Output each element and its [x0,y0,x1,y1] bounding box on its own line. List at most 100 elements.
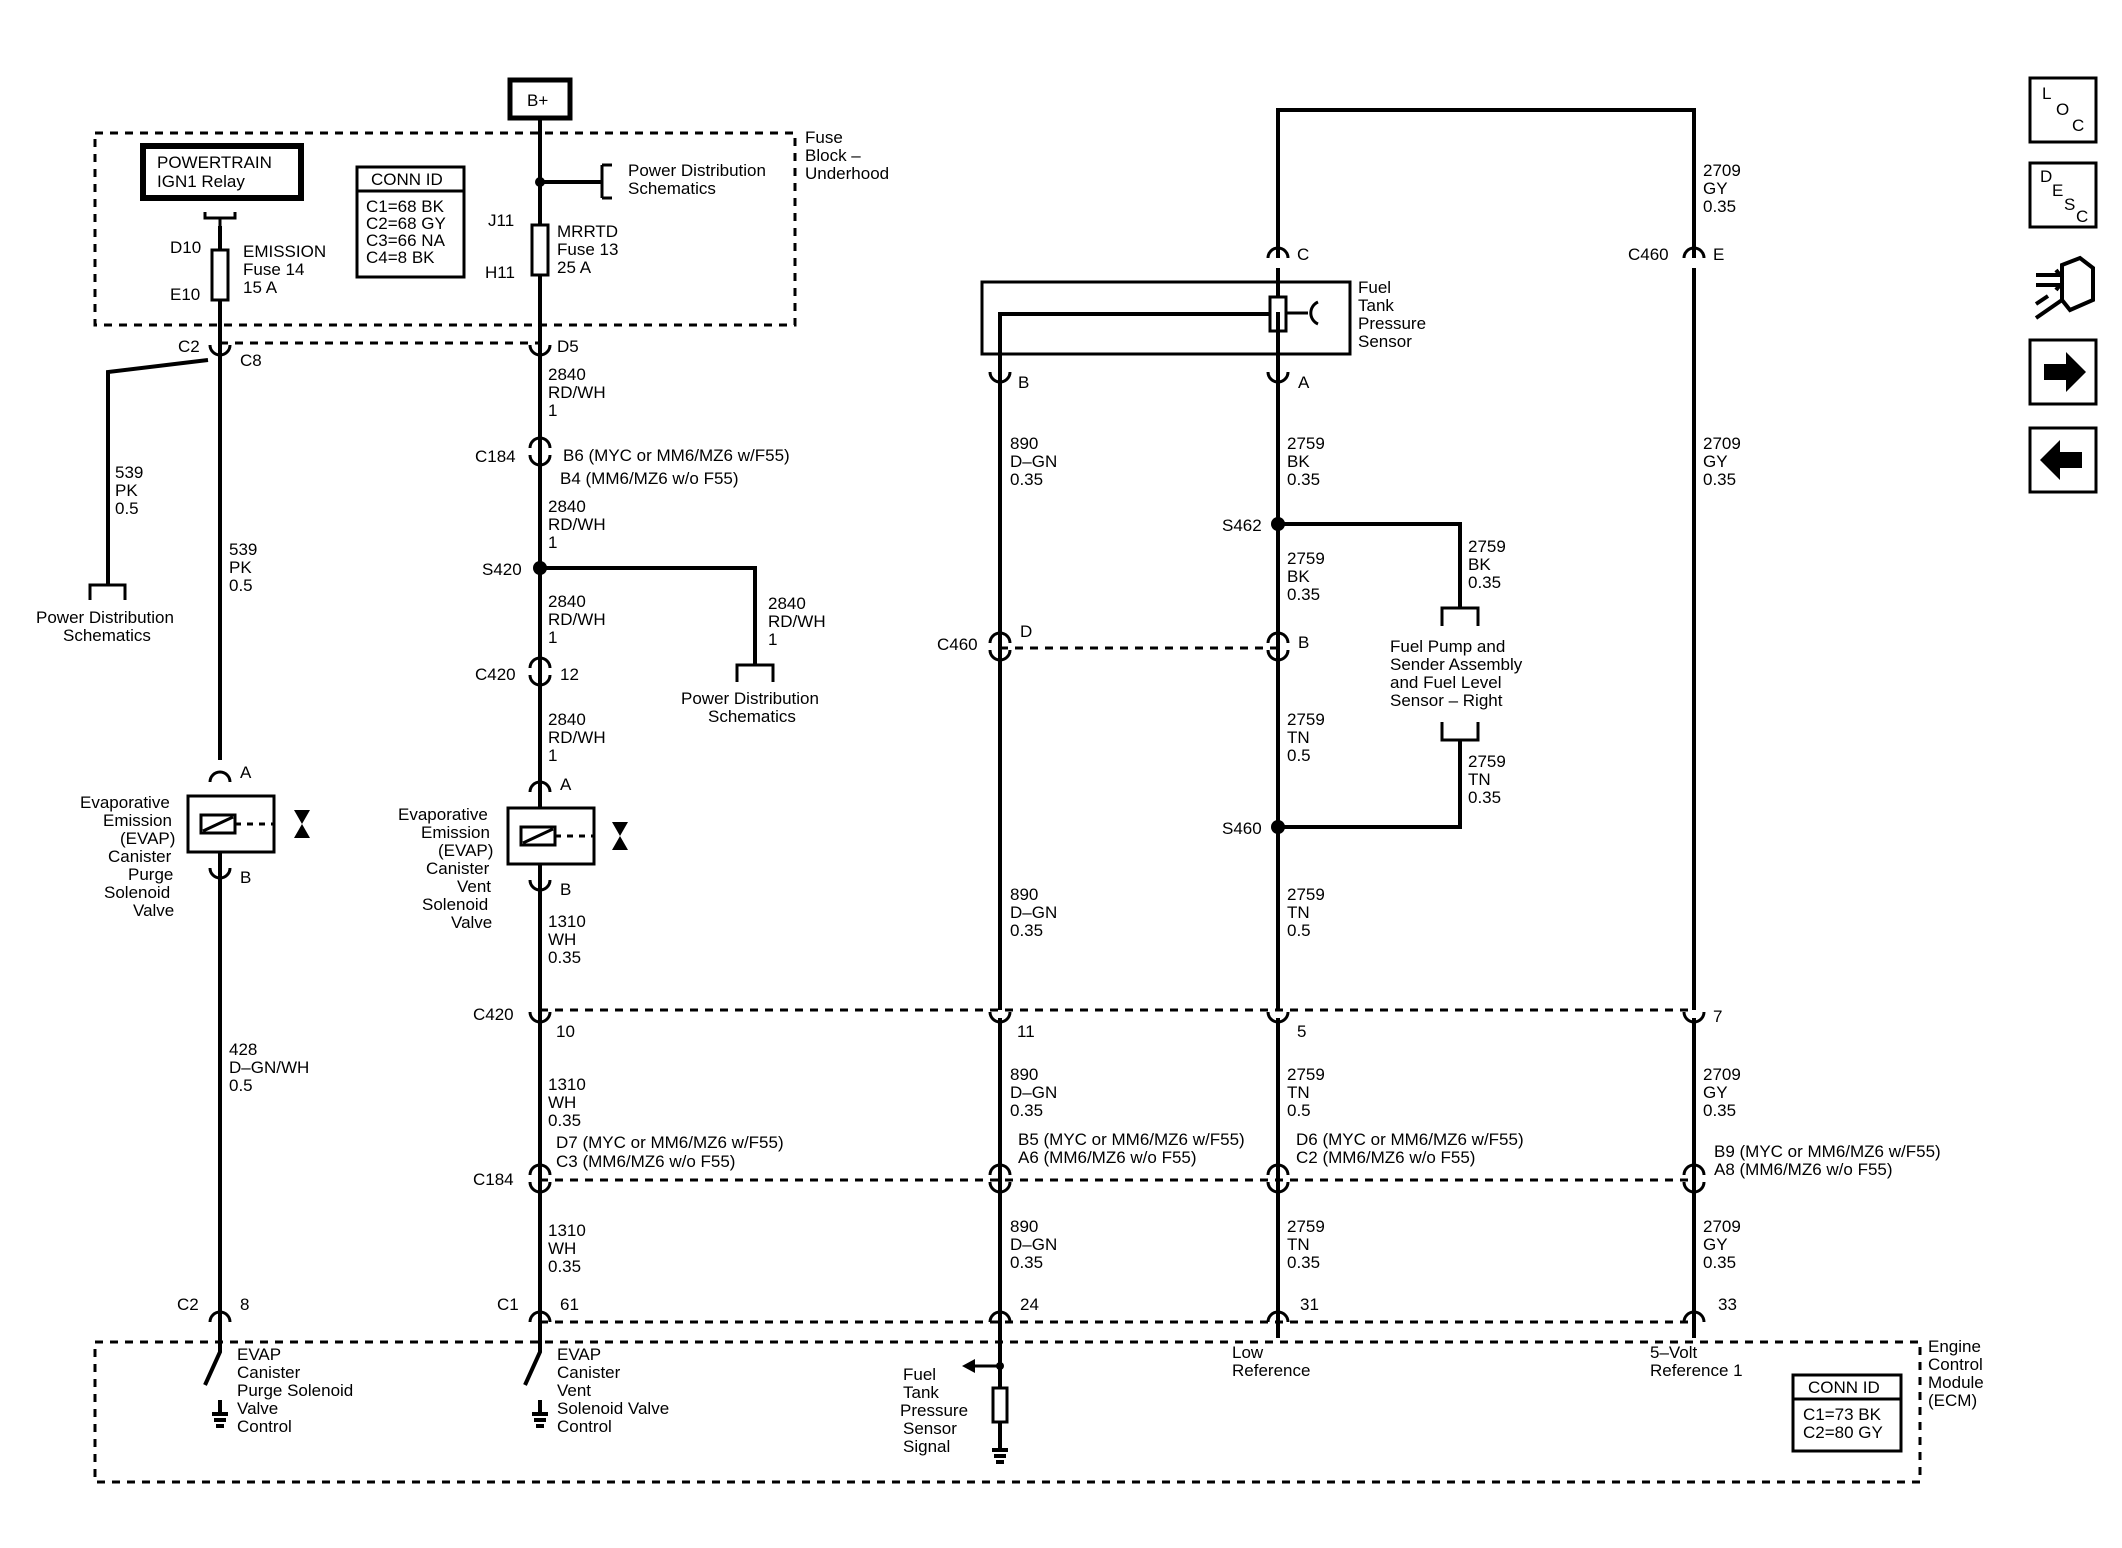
svg-text:C: C [2072,116,2084,135]
svg-text:C1: C1 [497,1295,519,1314]
svg-text:61: 61 [560,1295,579,1314]
prev-arrow-button[interactable] [2028,426,2098,494]
svg-text:C3=66 NA: C3=66 NA [366,231,446,250]
svg-text:D–GN/WH: D–GN/WH [229,1058,309,1077]
svg-text:CONN ID: CONN ID [371,170,443,189]
svg-text:33: 33 [1718,1295,1737,1314]
next-arrow-button[interactable] [2028,338,2098,406]
svg-text:GY: GY [1703,179,1728,198]
pds-mid-label: Power Distribution [681,689,819,708]
svg-text:TN: TN [1287,728,1310,747]
engine-control-module: Engine Control Module (ECM) EVAP Caniste… [93,1332,1984,1484]
svg-text:8: 8 [240,1295,249,1314]
svg-text:C2=80 GY: C2=80 GY [1803,1423,1883,1442]
svg-text:C420: C420 [473,1005,514,1024]
svg-text:Fuse 14: Fuse 14 [243,260,304,279]
svg-text:0.35: 0.35 [1010,1253,1043,1272]
svg-text:C1=73 BK: C1=73 BK [1803,1405,1882,1424]
svg-text:Control: Control [1928,1355,1983,1374]
svg-text:WH: WH [548,930,576,949]
svg-text:GY: GY [1703,1235,1728,1254]
svg-text:7: 7 [1713,1007,1722,1026]
svg-text:5: 5 [1297,1022,1306,1041]
svg-text:B9 (MYC or MM6/MZ6 w/F55): B9 (MYC or MM6/MZ6 w/F55) [1714,1142,1941,1161]
nav-loc-button[interactable]: L O C [2028,76,2098,144]
svg-text:0.35: 0.35 [548,1111,581,1130]
svg-text:C2=68 GY: C2=68 GY [366,214,446,233]
svg-text:15 A: 15 A [243,278,278,297]
svg-text:Schematics: Schematics [708,707,796,726]
svg-text:2759: 2759 [1287,885,1325,904]
svg-text:C8: C8 [240,351,262,370]
svg-text:C184: C184 [475,447,516,466]
svg-text:A6 (MM6/MZ6 w/o F55): A6 (MM6/MZ6 w/o F55) [1018,1148,1197,1167]
svg-text:2840: 2840 [768,594,806,613]
svg-text:0.35: 0.35 [1010,1101,1043,1120]
svg-text:539: 539 [229,540,257,559]
svg-text:B4 (MM6/MZ6 w/o F55): B4 (MM6/MZ6 w/o F55) [560,469,739,488]
svg-text:B5 (MYC or MM6/MZ6 w/F55): B5 (MYC or MM6/MZ6 w/F55) [1018,1130,1245,1149]
connector-icon[interactable] [2034,255,2095,320]
svg-text:Low: Low [1232,1343,1264,1362]
svg-text:890: 890 [1010,1217,1038,1236]
svg-text:O: O [2056,100,2069,119]
svg-text:1: 1 [768,630,777,649]
svg-text:1: 1 [548,628,557,647]
svg-text:TN: TN [1287,1235,1310,1254]
nav-desc-button[interactable]: D E S C [2028,161,2098,229]
svg-text:25 A: 25 A [557,258,592,277]
svg-text:2840: 2840 [548,710,586,729]
svg-text:D: D [2040,167,2052,186]
pds-left-label: Power Distribution [36,608,174,627]
svg-text:PK: PK [115,481,138,500]
svg-text:0.35: 0.35 [1287,585,1320,604]
svg-text:GY: GY [1703,452,1728,471]
svg-text:539: 539 [115,463,143,482]
svg-text:Engine: Engine [1928,1337,1981,1356]
svg-text:Fuel: Fuel [903,1365,936,1384]
svg-text:890: 890 [1010,1065,1038,1084]
svg-text:Solenoid: Solenoid [422,895,488,914]
svg-text:D6 (MYC or MM6/MZ6 w/F55): D6 (MYC or MM6/MZ6 w/F55) [1296,1130,1524,1149]
svg-text:2709: 2709 [1703,161,1741,180]
svg-text:Purge Solenoid: Purge Solenoid [237,1381,353,1400]
svg-text:24: 24 [1020,1295,1039,1314]
svg-text:Vent: Vent [557,1381,591,1400]
svg-text:C420: C420 [475,665,516,684]
svg-text:Power Distribution: Power Distribution [628,161,766,180]
svg-text:2709: 2709 [1703,1065,1741,1084]
vent-valve-icon [612,822,628,850]
svg-text:RD/WH: RD/WH [548,610,606,629]
svg-text:1: 1 [548,401,557,420]
svg-text:D–GN: D–GN [1010,452,1057,471]
svg-text:CONN ID: CONN ID [1808,1378,1880,1397]
svg-text:2759: 2759 [1287,710,1325,729]
svg-text:2759: 2759 [1468,537,1506,556]
svg-text:IGN1 Relay: IGN1 Relay [157,172,245,191]
svg-text:0.35: 0.35 [548,948,581,967]
svg-text:428: 428 [229,1040,257,1059]
svg-text:C460: C460 [1628,245,1669,264]
svg-text:B: B [1298,633,1309,652]
svg-text:Canister: Canister [557,1363,621,1382]
svg-text:WH: WH [548,1239,576,1258]
svg-text:2759: 2759 [1287,549,1325,568]
svg-text:31: 31 [1300,1295,1319,1314]
svg-text:890: 890 [1010,885,1038,904]
svg-text:E10: E10 [170,285,200,304]
svg-text:Canister: Canister [426,859,490,878]
svg-text:(EVAP): (EVAP) [120,829,175,848]
svg-text:(EVAP): (EVAP) [438,841,493,860]
svg-text:D10: D10 [170,238,201,257]
svg-text:B6 (MYC or MM6/MZ6 w/F55): B6 (MYC or MM6/MZ6 w/F55) [563,446,790,465]
svg-text:S: S [2064,195,2075,214]
svg-text:Canister: Canister [237,1363,301,1382]
svg-text:0.35: 0.35 [1010,470,1043,489]
svg-text:0.5: 0.5 [1287,1101,1311,1120]
svg-text:L: L [2042,84,2051,103]
svg-text:Purge: Purge [128,865,173,884]
svg-text:D–GN: D–GN [1010,1235,1057,1254]
svg-text:MRRTD: MRRTD [557,222,618,241]
svg-text:E: E [2052,181,2063,200]
svg-text:A: A [1298,373,1310,392]
